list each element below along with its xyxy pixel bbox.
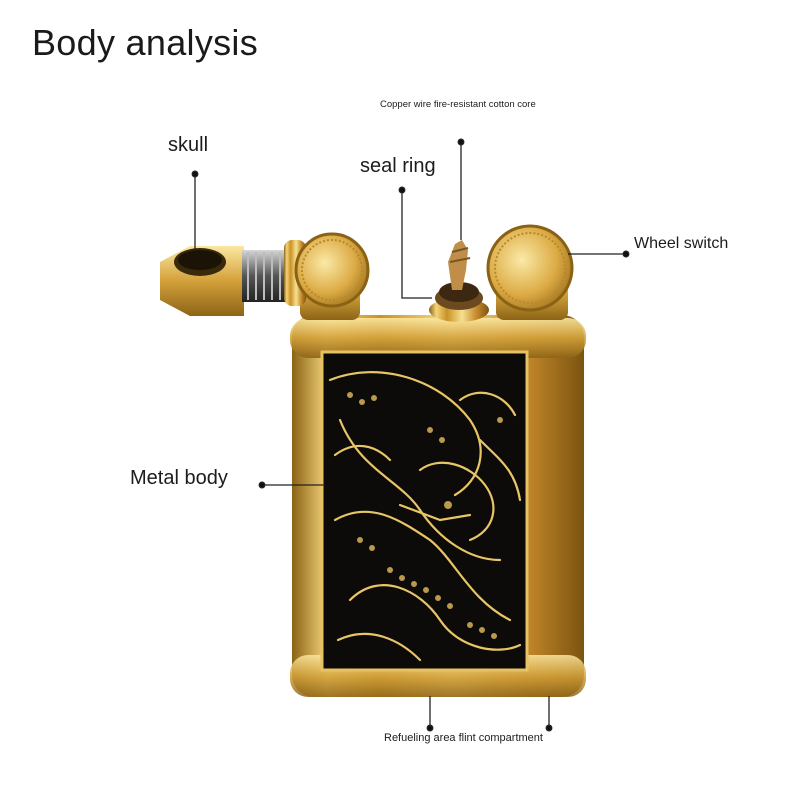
seal-ring: [429, 282, 489, 322]
wheel-switch: [486, 224, 574, 312]
label-wheel-switch: Wheel switch: [634, 235, 729, 252]
page-title: Body analysis: [32, 22, 259, 63]
left-wheel: [294, 232, 370, 308]
dragon-panel: [320, 350, 529, 672]
dragon-scales: [347, 392, 503, 639]
cotton-wick: [448, 240, 471, 290]
label-metal-body: Metal body: [130, 467, 228, 489]
dragon-engraving: [328, 371, 522, 662]
skull-cap: [160, 240, 306, 316]
label-seal-ring: seal ring: [360, 155, 436, 177]
label-refueling-flint: Refueling area flint compartment: [384, 732, 543, 744]
metal-body: [290, 315, 586, 697]
label-copper-wire: Copper wire fire-resistant cotton core: [380, 99, 536, 110]
leader-lines: [191, 138, 630, 732]
label-skull: skull: [168, 134, 209, 156]
